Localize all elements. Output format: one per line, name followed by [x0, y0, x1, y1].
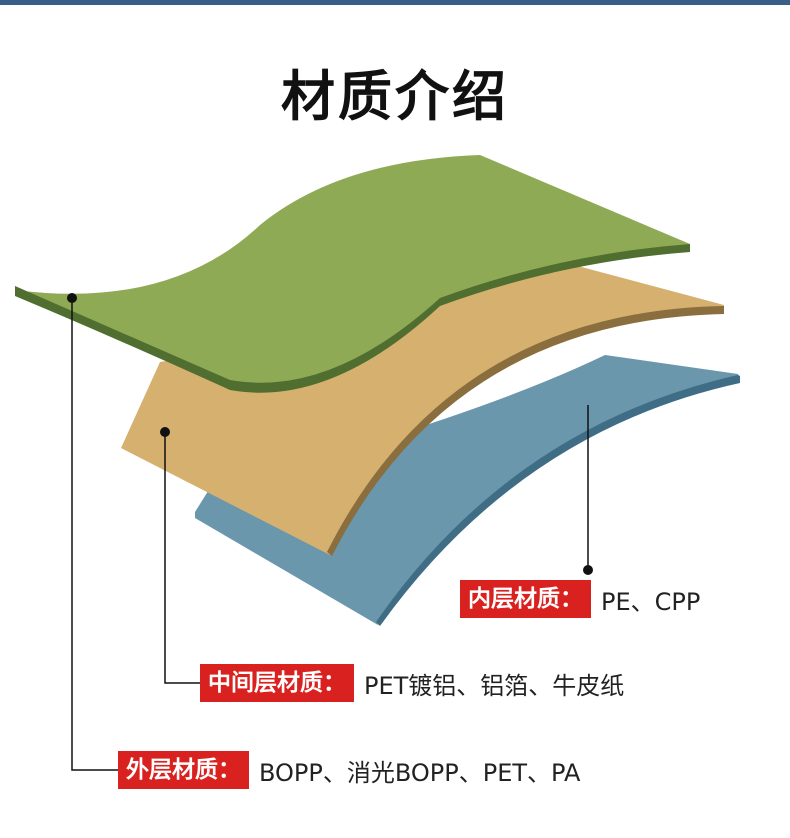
inner-layer-tag: 内层材质：: [460, 580, 591, 618]
middle-layer-sheet: [121, 248, 724, 555]
outer-layer-label: 外层材质： BOPP、消光BOPP、PET、PA: [118, 751, 580, 789]
middle-leader-dot: [160, 427, 170, 437]
middle-layer-tag: 中间层材质：: [200, 664, 354, 702]
inner-leader-dot: [583, 565, 593, 575]
inner-layer-label: 内层材质： PE、CPP: [460, 580, 700, 618]
outer-layer-sheet: [15, 155, 690, 385]
inner-layer-value: PE、CPP: [601, 587, 701, 616]
outer-layer-value: BOPP、消光BOPP、PET、PA: [259, 758, 581, 787]
outer-leader-line: [71, 298, 118, 771]
page-title: 材质介绍: [281, 65, 509, 128]
outer-leader-dot: [67, 293, 77, 303]
top-bar: [0, 0, 790, 5]
middle-layer-label: 中间层材质： PET镀铝、铝箔、牛皮纸: [200, 664, 624, 702]
middle-leader-line: [164, 432, 200, 684]
middle-layer-value: PET镀铝、铝箔、牛皮纸: [364, 671, 625, 700]
outer-layer-edge: [15, 244, 690, 393]
outer-layer-tag: 外层材质：: [118, 751, 249, 789]
middle-layer-edge: [327, 306, 724, 556]
